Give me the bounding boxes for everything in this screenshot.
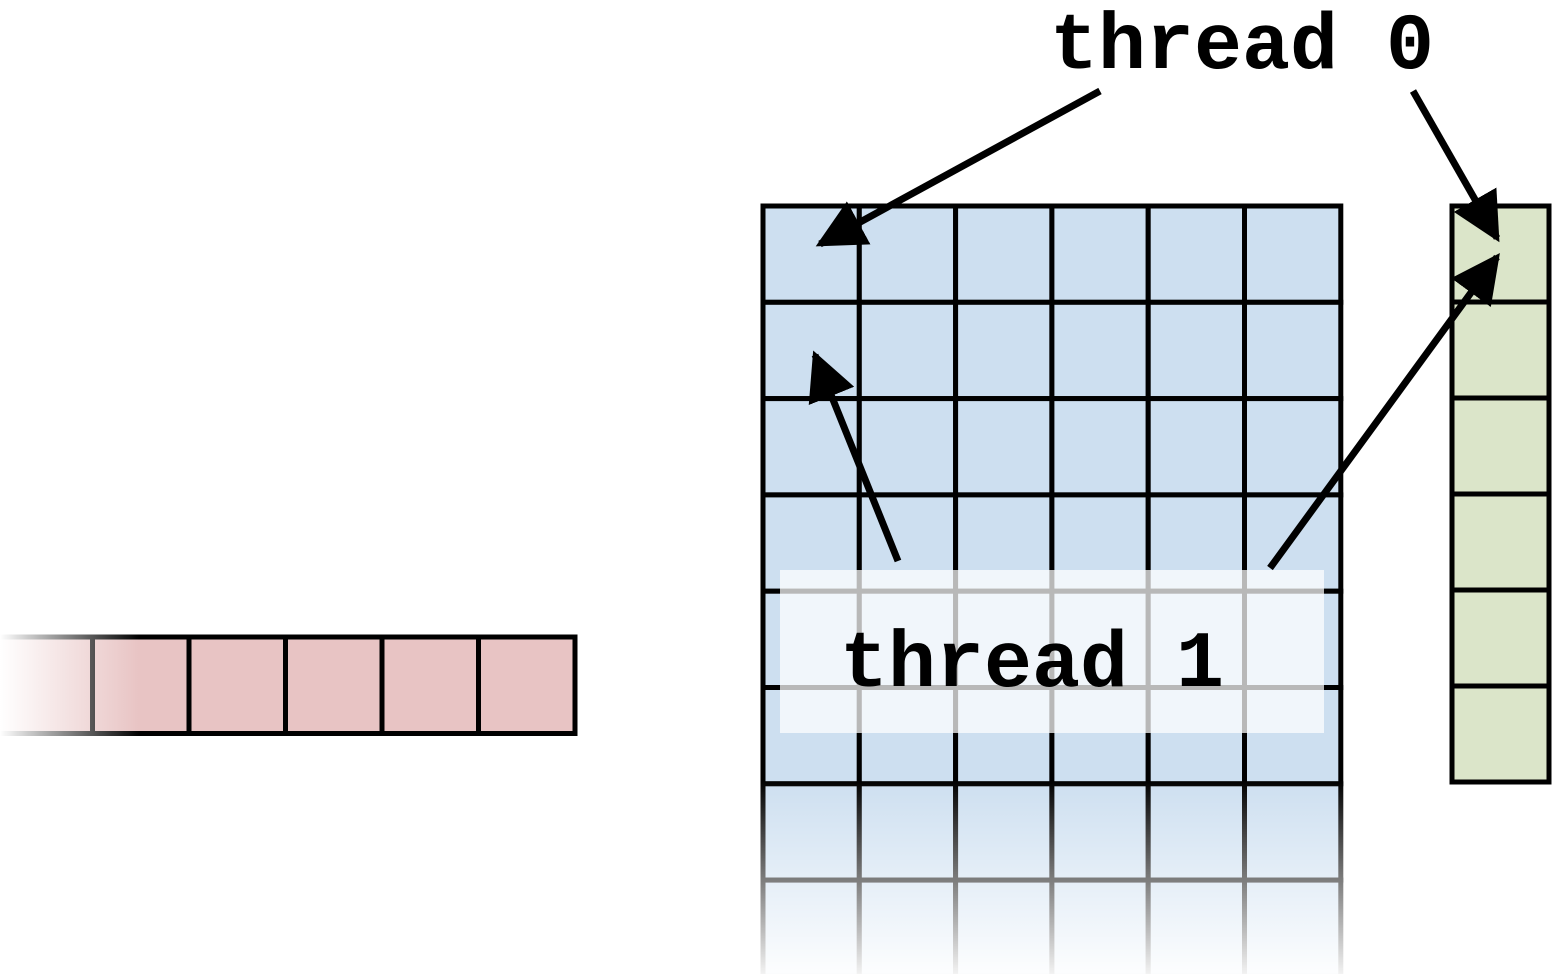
matrix-fade [755,780,1347,974]
vector-column-cell [1449,203,1552,305]
matrix-cell [1145,203,1247,305]
matrix-cell [1049,396,1151,498]
thread-1-arrow-to-vector [1267,253,1500,571]
matrix-cell [856,299,959,402]
vector-row-fade [0,630,290,740]
thread-0-label: thread 0 [1050,2,1434,93]
matrix-cell [760,203,862,305]
matrix-cell [760,396,862,498]
vector-column [1449,203,1552,785]
matrix-cell [760,299,862,402]
vector-column-cell [1449,683,1552,785]
vector-column-cell [1449,395,1552,497]
matrix-cell [953,203,1055,305]
matrix-cell [1242,299,1344,402]
matrix-cell [953,396,1055,498]
matrix-cell [953,299,1055,402]
vector-column-cell [1449,587,1552,689]
thread-1-arrow-to-matrix [808,350,902,563]
matrix-cell [1145,299,1247,402]
matrix-cell [1242,203,1344,305]
vector-row-cell [283,634,385,736]
vector-column-cell [1449,299,1552,401]
thread-1-label-box [780,570,1324,733]
vector-row-cell [476,634,578,736]
thread-0-arrow-to-matrix [815,87,1102,248]
matrix-cell [1049,299,1151,402]
matrix-cell [856,396,959,498]
matrix-cell [1049,203,1151,305]
matrix-cell [1145,396,1247,498]
vector-row-cell [379,634,481,736]
matrix-cell [1242,396,1344,498]
arrows [808,87,1501,571]
thread-1-label: thread 1 [840,620,1224,711]
thread-0-arrow-to-vector [1409,89,1501,243]
matrix-cell [856,203,959,305]
vector-column-cell [1449,491,1552,593]
